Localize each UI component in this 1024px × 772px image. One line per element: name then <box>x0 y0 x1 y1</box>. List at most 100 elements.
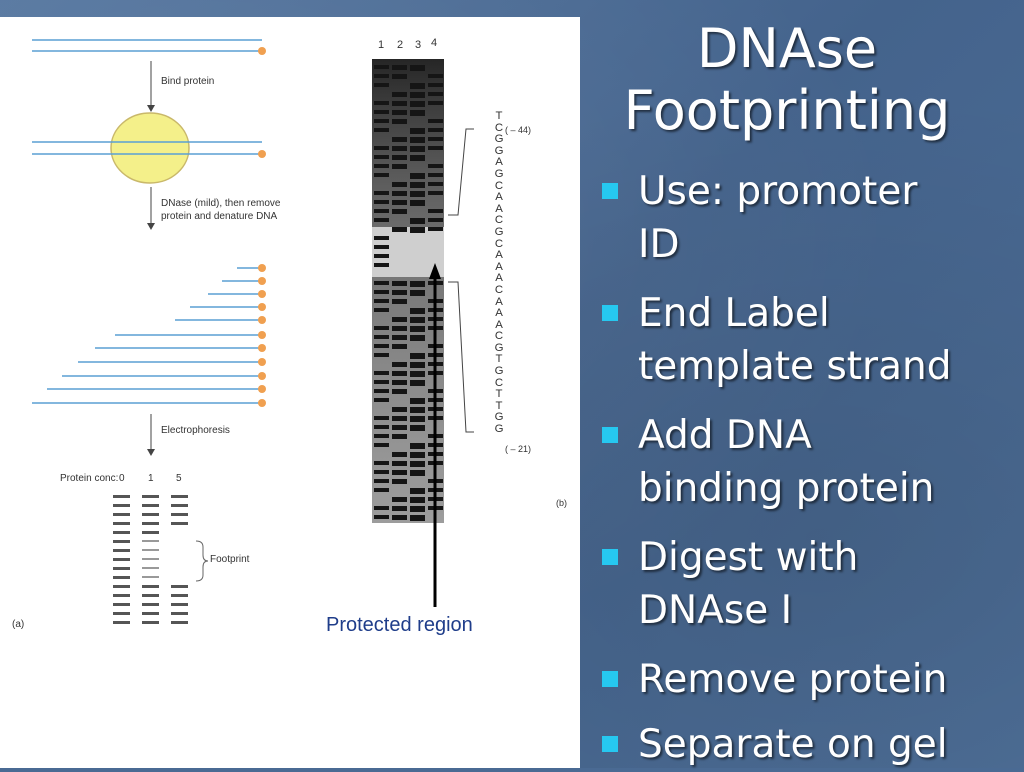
gel-band <box>374 488 389 492</box>
gel-band <box>392 326 407 331</box>
gel-band <box>410 452 425 458</box>
sequence-base: A <box>495 272 503 285</box>
gel-band <box>428 164 443 168</box>
gel-band <box>374 155 389 159</box>
sequence-base: A <box>495 260 503 273</box>
gel-band <box>410 398 425 404</box>
gel-band <box>374 200 389 204</box>
gel-band <box>374 74 389 78</box>
gel-band <box>392 200 407 205</box>
gel-band <box>410 290 425 296</box>
sequence-base: G <box>494 341 504 354</box>
footprint-bracket <box>195 540 209 582</box>
sequence-base: G <box>494 133 504 146</box>
sequence-base: A <box>495 318 503 331</box>
gel-band <box>392 227 407 232</box>
gel-band <box>374 209 389 213</box>
sequence-base: C <box>494 376 504 389</box>
gel-band <box>392 479 407 484</box>
gel-band <box>392 425 407 430</box>
gel-band <box>374 326 389 330</box>
sequence-base: A <box>495 156 503 169</box>
bullet-text: ID <box>638 222 680 267</box>
gel-band <box>410 308 425 314</box>
gel-band <box>374 65 389 69</box>
bullet-item: Remove protein <box>600 653 1020 706</box>
gel-band <box>410 362 425 368</box>
gel-band <box>410 191 425 197</box>
gel-band <box>392 416 407 421</box>
gel-band <box>374 128 389 132</box>
bullet-square-icon <box>602 305 618 321</box>
gel-band <box>410 317 425 323</box>
sequence-base: G <box>494 144 504 157</box>
dnase-step-label-2: protein and denature DNA <box>161 211 278 222</box>
dna-strand-bound <box>32 141 266 158</box>
marker-minus-44: ( – 44) <box>505 125 532 135</box>
gel-band <box>410 200 425 206</box>
gel-band <box>410 407 425 413</box>
electrophoresis-label: Electrophoresis <box>161 425 230 436</box>
gel-band <box>392 101 407 106</box>
gel-band <box>410 137 425 143</box>
gel-band <box>374 110 389 114</box>
bullet-text: Add DNA <box>638 413 812 458</box>
gel-photo <box>372 59 444 523</box>
bullet-square-icon <box>602 671 618 687</box>
conc-value-1: 1 <box>148 473 154 484</box>
bullet-square-icon <box>602 736 618 752</box>
gel-band <box>374 290 389 294</box>
gel-band <box>374 245 389 249</box>
gel-band <box>392 182 407 187</box>
gel-band <box>374 119 389 123</box>
gel-band <box>428 74 443 78</box>
panel-a-label: (a) <box>12 619 25 630</box>
gel-band <box>374 164 389 168</box>
digested-fragments <box>32 264 266 407</box>
gel-band <box>374 389 389 393</box>
gel-band <box>428 173 443 177</box>
bind-protein-label: Bind protein <box>161 76 215 87</box>
dnase-step-label-1: DNase (mild), then remove <box>161 198 281 209</box>
gel-band <box>428 191 443 195</box>
sequence-base: T <box>495 399 503 412</box>
gel-band <box>374 515 389 519</box>
gel-band <box>374 263 389 267</box>
sequence-base: G <box>494 365 504 378</box>
dna-strand-top <box>32 39 266 55</box>
gel-band <box>410 506 425 512</box>
gel-band <box>428 101 443 105</box>
gel-band <box>392 299 407 304</box>
gel-band <box>410 173 425 179</box>
sequence-base: G <box>494 423 504 436</box>
gel-band <box>374 371 389 375</box>
gel-band <box>392 452 407 457</box>
gel-band <box>374 308 389 312</box>
title-line-1: DNAse <box>696 17 878 80</box>
gel-band <box>410 101 425 107</box>
gel-schematic <box>113 495 188 624</box>
gel-band <box>374 254 389 258</box>
gel-band <box>374 434 389 438</box>
gel-band <box>410 65 425 71</box>
gel-band <box>392 362 407 367</box>
gel-band <box>392 164 407 169</box>
bullet-text: End Label <box>638 291 830 336</box>
sequence-base: C <box>494 237 504 250</box>
gel-band <box>410 83 425 89</box>
sequence-base: G <box>494 225 504 238</box>
gel-band <box>392 497 407 502</box>
gel-band <box>392 470 407 475</box>
gel-band <box>374 281 389 285</box>
gel-band <box>410 182 425 188</box>
bullet-item: Separate on gel <box>600 718 1020 771</box>
title-line-2: Footprinting <box>623 79 951 142</box>
gel-band <box>428 182 443 186</box>
gel-band <box>392 74 407 79</box>
gel-band <box>392 110 407 115</box>
lane-number-3: 3 <box>415 39 422 51</box>
arrow-electrophoresis <box>147 414 155 456</box>
gel-band <box>392 146 407 151</box>
